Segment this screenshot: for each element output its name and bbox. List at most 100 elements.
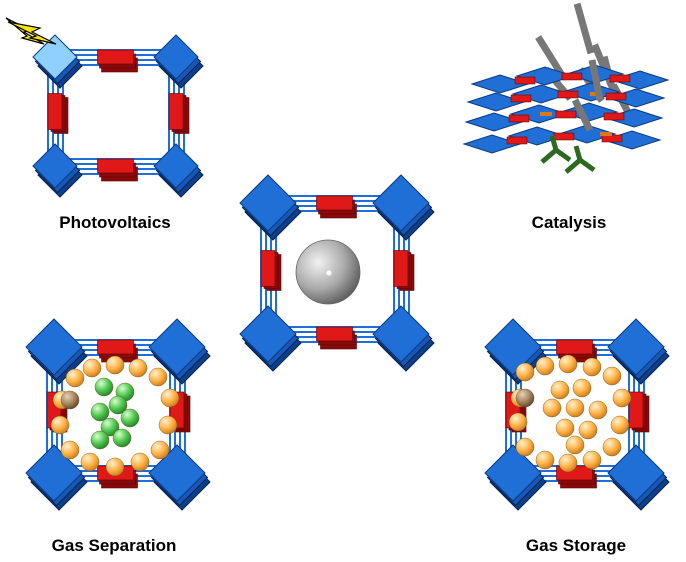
linker-block [609,74,631,83]
gas-molecule-orange [582,357,602,377]
lightning-bolt-icon [5,17,57,45]
mof-layer [470,64,670,94]
gas-molecule-orange [105,457,125,477]
mof-node [148,444,206,502]
catalyst-rod-icon [571,98,594,132]
linker-block [260,250,276,287]
mof-framework-gas-separation [25,318,211,511]
caption-gas-separation: Gas Separation [51,536,177,555]
gas-molecule-orange [588,400,608,420]
caption-catalysis: Catalysis [531,213,607,232]
linker-block [601,134,623,143]
mof-layer [464,102,664,132]
linker-block [393,250,409,287]
mof-node [239,305,297,363]
mof-node [32,143,78,189]
mof-node [372,174,430,232]
gas-molecule-orange [555,418,575,438]
linker-block [628,391,644,429]
gas-molecule-orange [82,358,102,378]
gas-molecule-brown [60,390,80,410]
catalyst-rod-icon [549,135,559,151]
linker-block [47,93,63,130]
gas-molecule-orange [150,440,170,460]
gas-molecule-orange [535,356,555,376]
gas-molecule-orange [572,378,592,398]
gas-molecule-green [108,395,128,415]
gas-molecule-orange [80,452,100,472]
linker-block [555,110,577,119]
mof-node [25,444,83,502]
mof-layer [462,124,662,154]
mof-framework-photovoltaics [32,34,204,198]
linker-block [510,94,532,103]
linker-block [605,92,627,101]
mof-node [484,318,542,376]
gas-molecule-orange [550,380,570,400]
gas-molecule-orange [60,440,80,460]
gas-molecule-orange [515,362,535,382]
catalyst-accent [540,112,552,116]
mof-node [372,305,430,363]
gas-molecule-orange [148,367,168,387]
gas-molecule-orange [565,435,585,455]
catalyst-rod-icon [578,157,596,173]
mof-node [607,318,665,376]
gas-molecule-orange [582,450,602,470]
mof-framework-center [239,174,435,372]
caption-photovoltaics: Photovoltaics [59,213,171,232]
pore-sphere-icon [295,239,361,305]
catalyst-rod-icon [588,59,604,101]
linker-block [561,72,583,81]
mof-node [32,34,78,80]
mof-node [153,143,199,189]
linker-block [514,76,536,85]
gas-molecule-brown [515,388,535,408]
mof-layer-stack-catalysis [462,2,670,174]
gas-molecule-green [90,402,110,422]
mof-node [239,174,297,232]
linker-block [553,132,575,141]
gas-molecule-orange [602,437,622,457]
linker-block [603,112,625,121]
linker-block [556,339,593,355]
gas-molecule-green [100,417,120,437]
mof-node [153,34,199,80]
mof-framework-gas-storage [484,318,670,511]
linker-block [97,49,134,65]
gas-molecule-orange [610,415,630,435]
catalyst-rod-icon [573,145,583,161]
linker-block [97,158,134,174]
mof-node [484,444,542,502]
catalyst-rod-icon [564,158,582,174]
gas-molecule-orange [160,388,180,408]
mof-node [25,318,83,376]
mof-node [148,318,206,376]
gas-molecule-orange [65,368,85,388]
catalyst-rod-icon [535,35,565,77]
gas-molecule-green [120,408,140,428]
catalyst-accent [600,132,612,136]
catalyst-rod-icon [573,2,595,55]
gas-molecule-green [90,430,110,450]
linker-block [97,339,134,355]
gas-molecule-orange [612,388,632,408]
caption-gas-storage: Gas Storage [525,536,627,555]
gas-molecule-orange [130,452,150,472]
linker-block [506,136,528,145]
gas-molecule-orange [565,398,585,418]
gas-molecule-orange [602,366,622,386]
gas-molecule-orange [158,415,178,435]
gas-molecule-green [94,377,114,397]
linker-block [316,195,353,211]
gas-molecule-orange [515,437,535,457]
gas-molecule-orange [105,355,125,375]
mof-node [607,444,665,502]
linker-block [316,326,353,342]
gas-molecule-orange [558,453,578,473]
linker-block [508,114,530,123]
linker-block [557,90,579,99]
gas-molecule-orange [578,420,598,440]
gas-molecule-green [112,428,132,448]
